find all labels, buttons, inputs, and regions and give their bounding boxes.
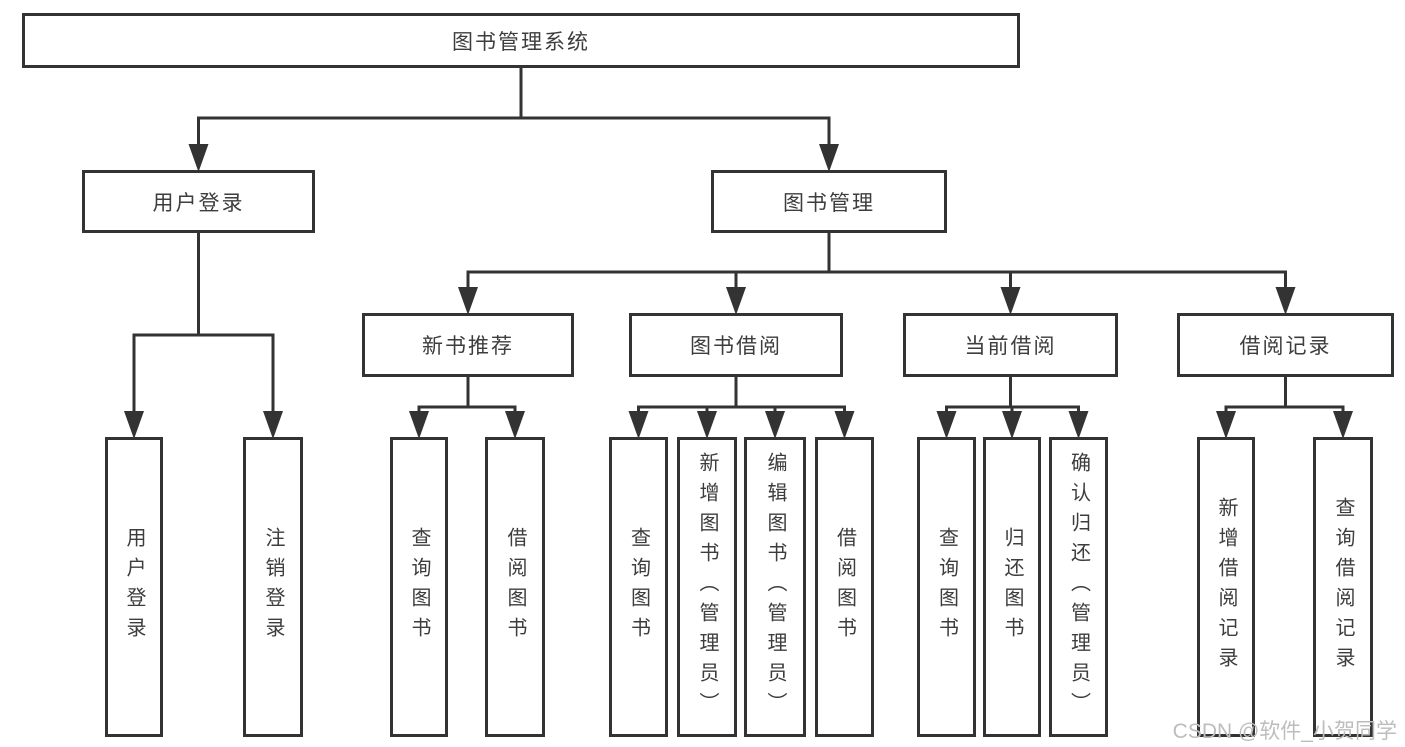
node-label: 新增图书（管理员） — [696, 452, 718, 722]
node-user-login-action: 用户登录 — [105, 437, 163, 737]
node-book-management: 图书管理 — [711, 170, 947, 233]
node-label: 图书管理 — [783, 191, 875, 215]
node-label: 查询借阅记录 — [1332, 497, 1354, 677]
node-cb-confirm-return-admin: 确认归还（管理员） — [1049, 437, 1108, 737]
node-label: 当前借阅 — [964, 335, 1057, 358]
node-logout-action: 注销登录 — [243, 437, 303, 737]
node-label: 借阅图书 — [504, 527, 526, 647]
node-label: 用户登录 — [123, 527, 145, 647]
node-label: 图书借阅 — [690, 335, 782, 358]
node-label: 借阅图书 — [833, 527, 856, 647]
node-label: 注销登录 — [262, 527, 284, 647]
node-br-add-record: 新增借阅记录 — [1197, 437, 1255, 737]
node-cb-query-books: 查询图书 — [917, 437, 976, 737]
node-nbr-borrow-books: 借阅图书 — [485, 437, 545, 737]
node-nbr-query-books: 查询图书 — [390, 437, 448, 737]
node-user-login: 用户登录 — [82, 170, 315, 233]
node-book-borrowing: 图书借阅 — [629, 313, 843, 377]
node-label: 确认归还（管理员） — [1067, 452, 1090, 722]
node-label: 查询图书 — [935, 527, 958, 647]
node-br-query-record: 查询借阅记录 — [1313, 437, 1373, 737]
node-label: 新书推荐 — [422, 335, 514, 358]
node-borrowing-records: 借阅记录 — [1177, 313, 1394, 377]
node-label: 查询图书 — [408, 527, 430, 647]
node-bb-add-books-admin: 新增图书（管理员） — [677, 437, 737, 737]
node-label: 图书管理系统 — [452, 30, 590, 54]
node-label: 新增借阅记录 — [1215, 497, 1237, 677]
node-new-book-recommend: 新书推荐 — [362, 313, 574, 377]
node-label: 归还图书 — [1001, 527, 1023, 647]
node-bb-borrow-books: 借阅图书 — [815, 437, 874, 737]
node-cb-return-books: 归还图书 — [983, 437, 1041, 737]
node-current-borrowing: 当前借阅 — [903, 313, 1118, 377]
node-label: 编辑图书（管理员） — [764, 452, 786, 722]
node-bb-query-books: 查询图书 — [609, 437, 668, 737]
node-library-system: 图书管理系统 — [22, 13, 1020, 68]
node-label: 借阅记录 — [1239, 335, 1332, 358]
node-label: 用户登录 — [152, 191, 245, 215]
node-bb-edit-books-admin: 编辑图书（管理员） — [744, 437, 806, 737]
node-label: 查询图书 — [627, 527, 650, 647]
